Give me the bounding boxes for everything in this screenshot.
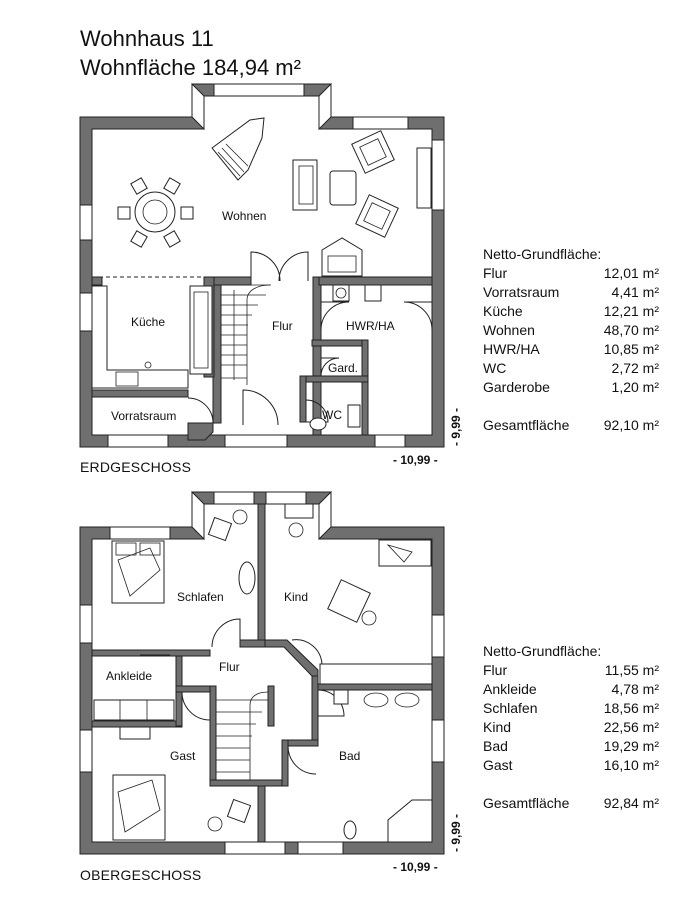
ground-floor-furniture <box>91 117 432 431</box>
upper-floor-doors <box>140 618 345 775</box>
area-name: Schlafen <box>483 700 538 716</box>
area-total-label: Gesamtfläche <box>483 795 570 811</box>
room-label-kueche: Küche <box>131 315 165 329</box>
room-label-flur-eg: Flur <box>272 319 293 333</box>
area-row: WC 2,72 m² <box>483 359 659 378</box>
ground-floor-width-dim: - 10,99 - <box>393 453 438 467</box>
area-value: 48,70 m² <box>603 322 659 338</box>
room-label-ankleide: Ankleide <box>106 669 152 683</box>
area-total-value: 92,84 m² <box>603 795 659 811</box>
upper-floor-depth-dim: - 9,99 - <box>449 813 463 852</box>
area-row: Wohnen 48,70 m² <box>483 321 659 340</box>
area-row: Kind 22,56 m² <box>483 718 659 737</box>
upper-floor-width-dim: - 10,99 - <box>393 860 438 874</box>
area-name: Gast <box>483 757 513 773</box>
living-area-title: Wohnfläche 184,94 m² <box>80 55 301 80</box>
area-value: 16,10 m² <box>603 757 659 773</box>
area-value: 11,55 m² <box>604 662 659 678</box>
area-name: Flur <box>483 265 508 281</box>
room-label-wohnen: Wohnen <box>222 209 266 223</box>
area-value: 10,85 m² <box>603 341 659 357</box>
room-label-kind: Kind <box>284 590 308 604</box>
room-label-bad: Bad <box>339 749 360 763</box>
area-row: Gast 16,10 m² <box>483 756 659 775</box>
area-total-row: Gesamtfläche 92,10 m² <box>483 416 659 435</box>
area-heading: Netto-Grundfläche: <box>483 643 602 659</box>
ground-floor-windows <box>79 82 445 448</box>
area-value: 19,29 m² <box>603 738 659 754</box>
area-name: HWR/HA <box>483 341 540 357</box>
area-name: Ankleide <box>483 681 537 697</box>
area-name: Wohnen <box>483 322 535 338</box>
ground-floor-room-labels: Wohnen Küche Flur HWR/HA Gard. WC Vorrat… <box>111 209 395 423</box>
room-label-schlafen: Schlafen <box>177 590 224 604</box>
area-row: Ankleide 4,78 m² <box>483 680 659 699</box>
area-name: Küche <box>483 303 523 319</box>
area-total-label: Gesamtfläche <box>483 417 570 433</box>
upper-floor-furniture <box>93 503 433 843</box>
area-row: Garderobe 1,20 m² <box>483 378 659 397</box>
ground-floor-depth-dim: - 9,99 - <box>449 407 463 446</box>
area-name: WC <box>483 360 507 376</box>
area-name: Bad <box>483 738 508 754</box>
room-label-flur-og: Flur <box>219 660 240 674</box>
room-label-wc: WC <box>322 408 342 422</box>
ground-floor-area-table: Netto-Grundfläche: Flur 12,01 m² Vorratsr… <box>483 244 659 435</box>
upper-floor-area-table: Netto-Grundfläche: Flur 11,55 m² Ankleide… <box>483 641 659 813</box>
area-value: 4,41 m² <box>611 284 659 300</box>
area-total-row: Gesamtfläche 92,84 m² <box>483 794 659 813</box>
area-row: Küche 12,21 m² <box>483 302 659 321</box>
room-label-vorrat: Vorratsraum <box>111 409 176 423</box>
area-row: HWR/HA 10,85 m² <box>483 340 659 359</box>
area-value: 12,01 m² <box>603 265 659 281</box>
area-row: Schlafen 18,56 m² <box>483 699 659 718</box>
area-value: 18,56 m² <box>603 700 659 716</box>
room-label-gard: Gard. <box>328 361 358 375</box>
room-label-hwr: HWR/HA <box>346 319 395 333</box>
area-name: Kind <box>483 719 512 735</box>
ground-floor-doors <box>187 251 433 426</box>
area-heading: Netto-Grundfläche: <box>483 246 602 262</box>
area-value: 1,20 m² <box>611 379 659 395</box>
house-title: Wohnhaus 11 <box>80 26 214 51</box>
area-row: Flur 12,01 m² <box>483 264 659 283</box>
upper-floor-windows <box>79 490 445 855</box>
area-value: 22,56 m² <box>603 719 659 735</box>
area-total-value: 92,10 m² <box>603 417 659 433</box>
area-value: 2,72 m² <box>611 360 659 376</box>
ground-floor-label: ERDGESCHOSS <box>80 459 192 475</box>
room-label-gast: Gast <box>170 749 196 763</box>
upper-floor-label: OBERGESCHOSS <box>80 867 202 883</box>
area-name: Garderobe <box>483 379 550 395</box>
area-row: Vorratsraum 4,41 m² <box>483 283 659 302</box>
upper-floor-room-labels: Schlafen Kind Ankleide Flur Gast Bad <box>106 590 360 763</box>
area-value: 4,78 m² <box>611 681 659 697</box>
area-name: Vorratsraum <box>483 284 560 300</box>
area-row: Bad 19,29 m² <box>483 737 659 756</box>
area-row: Flur 11,55 m² <box>483 661 659 680</box>
area-name: Flur <box>483 662 508 678</box>
area-value: 12,21 m² <box>603 303 659 319</box>
